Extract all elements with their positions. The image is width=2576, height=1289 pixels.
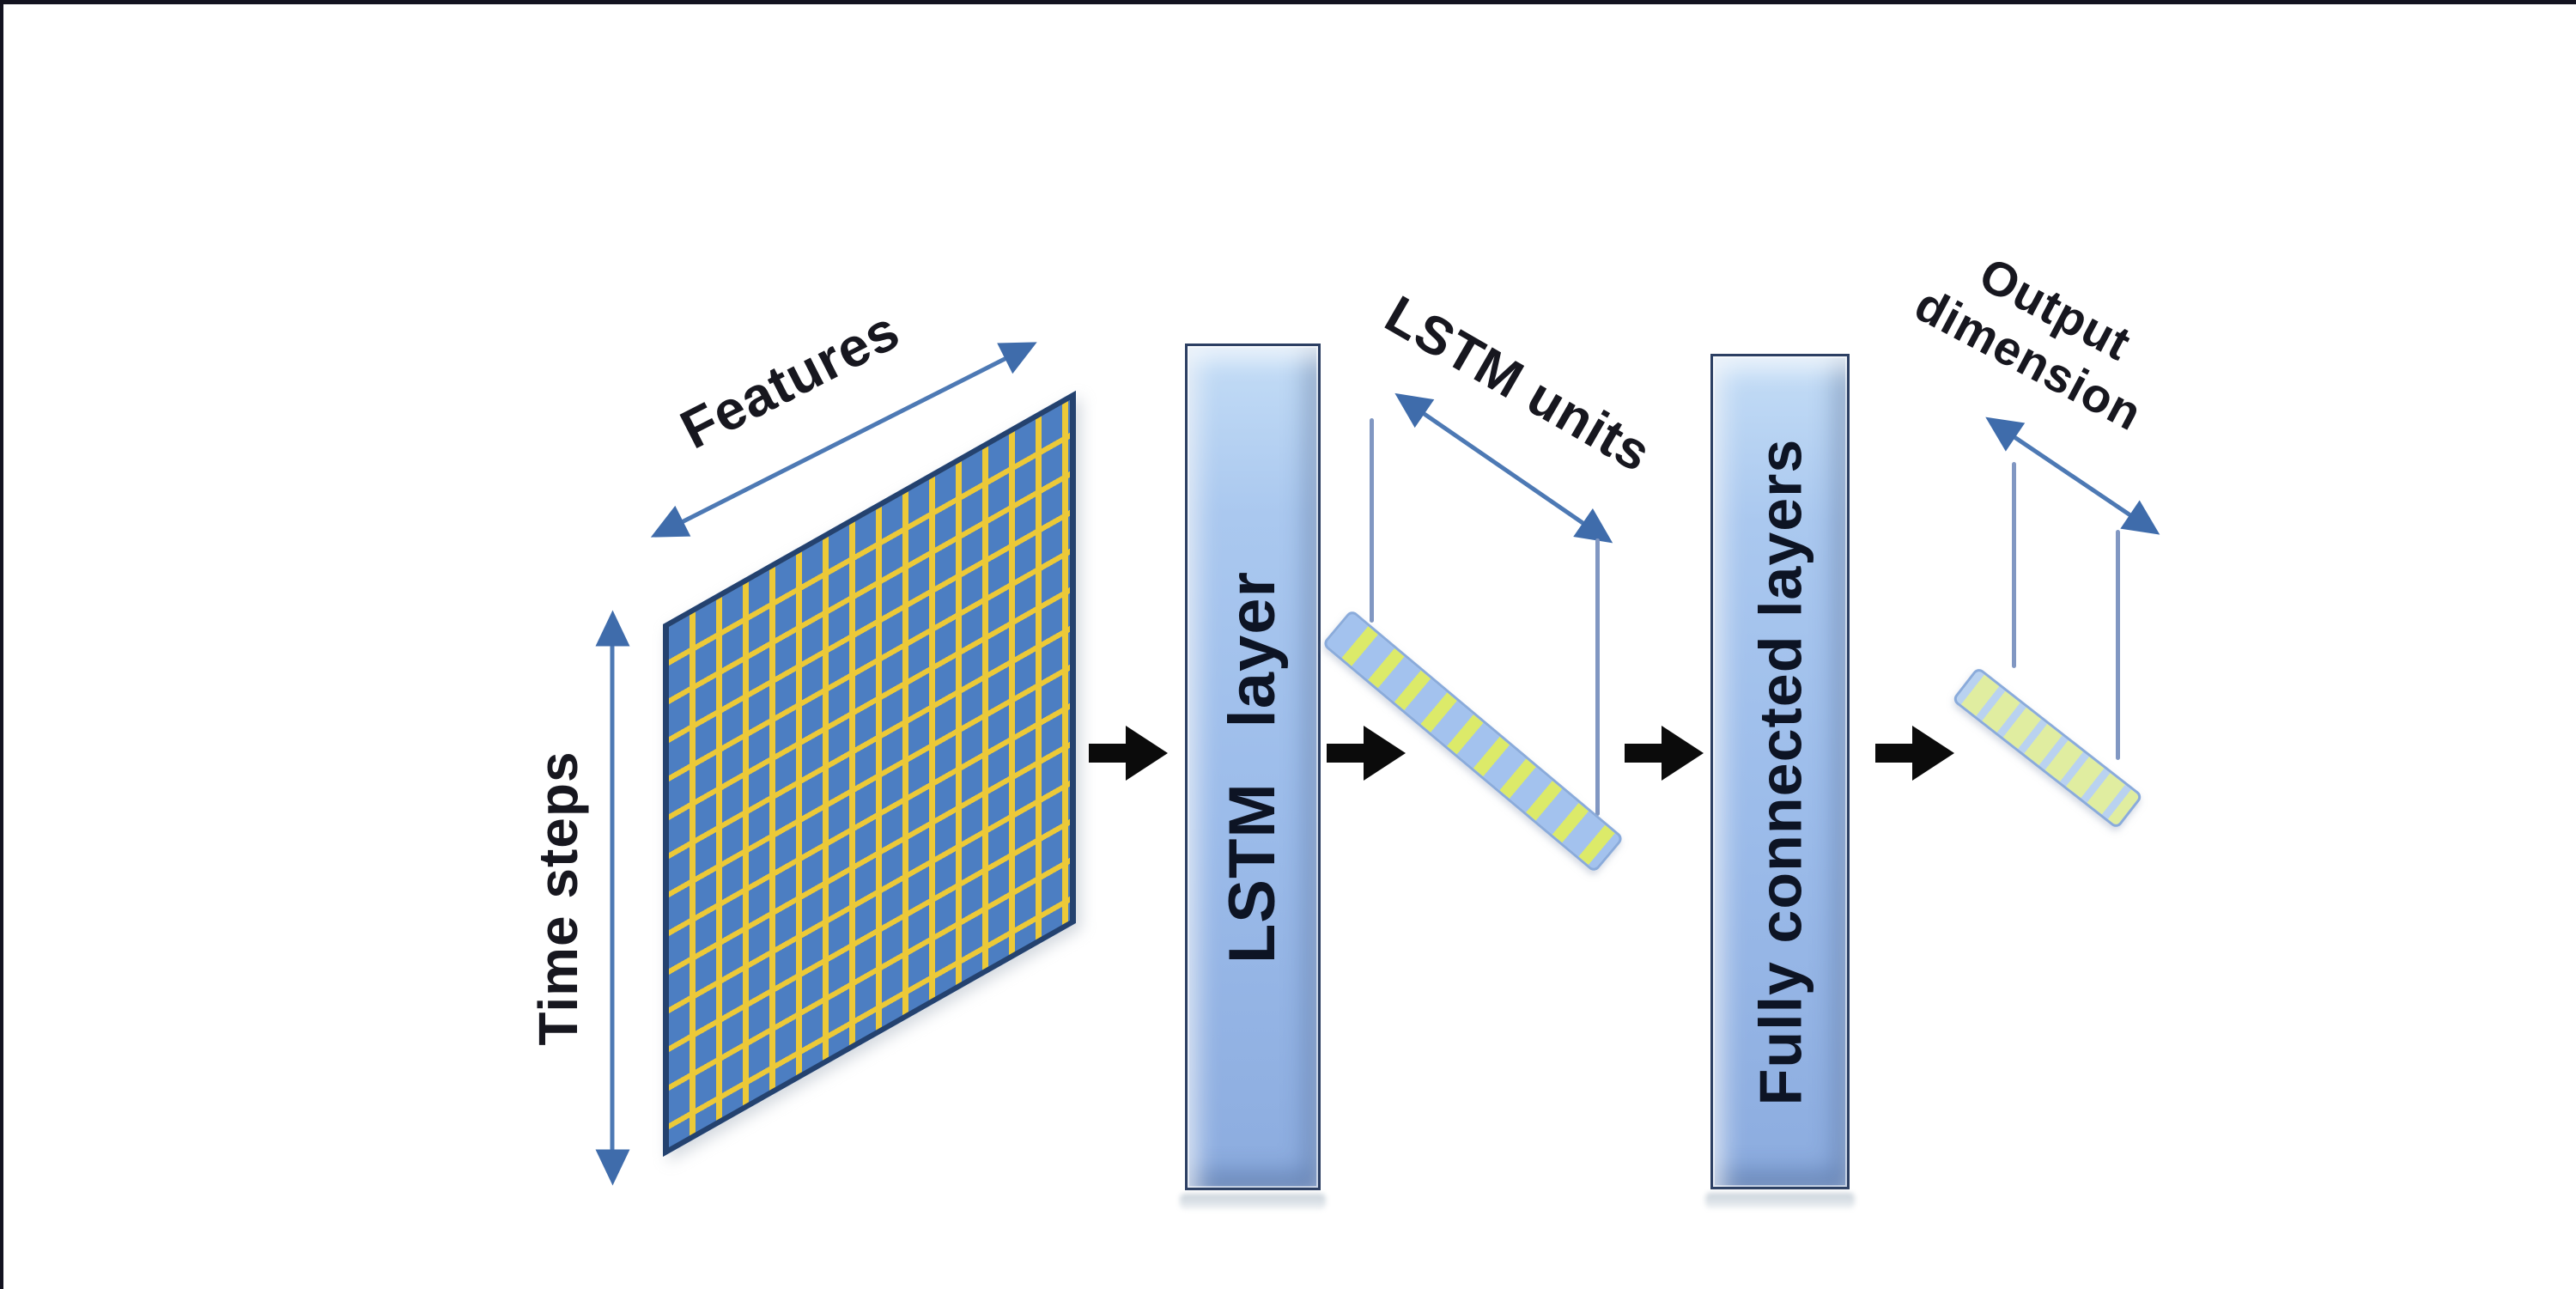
arrow-head	[1662, 726, 1704, 781]
output-dimension-label: Output dimension	[1841, 192, 2243, 477]
arrow-stem	[1089, 744, 1128, 763]
flow-arrow-icon	[1875, 726, 1954, 781]
fully-connected-shadow	[1705, 1193, 1855, 1208]
time-steps-label: Time steps	[527, 751, 589, 1046]
arrowhead-icon	[595, 610, 630, 647]
output-vector-slab	[1951, 666, 2144, 830]
features-label: Features	[671, 298, 909, 461]
lstm-units-label: LSTM units	[1375, 284, 1662, 484]
flow-arrow-icon	[1089, 726, 1168, 781]
arrow-head	[1912, 726, 1954, 781]
arrowhead-icon	[642, 505, 691, 553]
arrow-head	[1126, 726, 1168, 781]
lstm-units-pane-edge	[1595, 538, 1600, 816]
flow-arrow-icon	[1625, 726, 1704, 781]
input-matrix-grid	[663, 390, 1076, 1157]
lstm-layer-label: LSTM layer	[1216, 570, 1290, 964]
fully-connected-label: Fully connected layers	[1747, 438, 1814, 1105]
lstm-units-pane-edge	[1370, 418, 1374, 623]
output-pane-edge	[2012, 462, 2016, 668]
arrow-stem	[1625, 744, 1664, 763]
arrow-stem	[1875, 744, 1915, 763]
lstm-layer-block: LSTM layer	[1185, 344, 1321, 1190]
arrow-head	[1364, 726, 1406, 781]
arrowhead-icon	[1976, 403, 2026, 452]
arrow-stem	[1327, 744, 1366, 763]
arrowhead-icon	[2120, 500, 2170, 550]
screenshot-frame-left	[0, 0, 3, 1289]
screenshot-frame-top	[0, 0, 2576, 4]
time-steps-dimension-arrow-icon	[595, 610, 630, 1186]
output-pane-edge	[2116, 530, 2120, 760]
fully-connected-block: Fully connected layers	[1710, 354, 1850, 1189]
arrowhead-icon	[1385, 379, 1435, 429]
lstm-layer-shadow	[1180, 1194, 1326, 1209]
output-dimension-arrow-icon	[1976, 403, 2170, 550]
arrowhead-icon	[595, 1149, 630, 1186]
arrowhead-icon	[997, 326, 1045, 374]
flow-arrow-icon	[1327, 726, 1406, 781]
